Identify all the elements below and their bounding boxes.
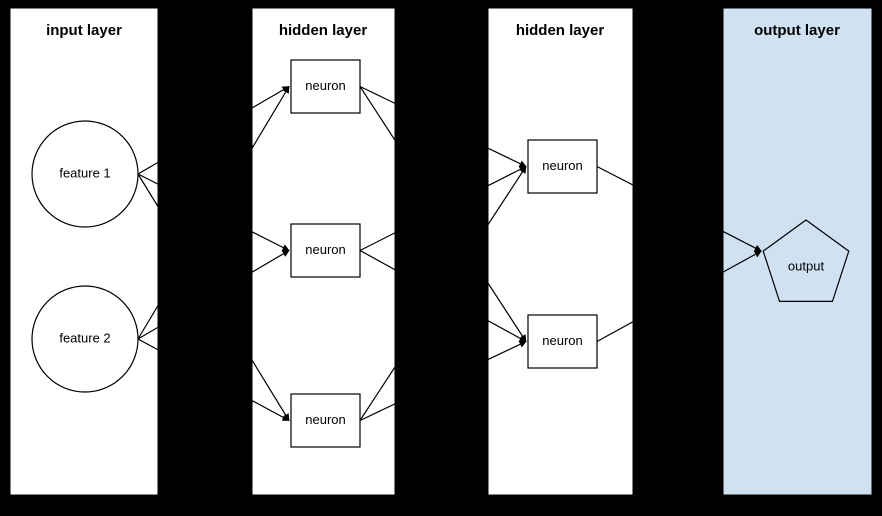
node-label-feature-1: feature 1: [59, 165, 110, 180]
node-label-hidden1-neuron-1: neuron: [305, 78, 345, 93]
layer-title-output: output layer: [754, 22, 840, 39]
gap-masks: [158, 0, 723, 516]
layer-nodes: feature 1 feature 2 neuron neuron neuron neur…: [31, 59, 850, 448]
node-shape-hidden1-neuron-2[interactable]: [290, 223, 361, 278]
node-shape-output-node[interactable]: [762, 219, 850, 303]
node-label-feature-2: feature 2: [59, 330, 110, 345]
layer-panel-output: [722, 7, 873, 496]
layer-title-hidden-2: hidden layer: [516, 22, 605, 39]
node-label-hidden1-neuron-3: neuron: [305, 412, 345, 427]
layer-panel-hidden-2: [487, 7, 634, 496]
node-shape-feature-2[interactable]: [31, 285, 139, 393]
node-label-hidden2-neuron-2: neuron: [542, 333, 582, 348]
gap-hidden1-hidden2: [395, 0, 488, 516]
gap-hidden2-output: [633, 0, 723, 516]
node-shape-hidden2-neuron-2[interactable]: [527, 314, 598, 369]
node-shape-hidden1-neuron-1[interactable]: [290, 59, 361, 114]
layer-panel-input: [9, 7, 159, 496]
node-shape-hidden1-neuron-3[interactable]: [290, 393, 361, 448]
gap-input-hidden1: [158, 0, 252, 516]
node-label-output-node: output: [788, 258, 825, 273]
layer-titles: input layer hidden layer hidden layer outpu…: [46, 22, 840, 39]
node-label-hidden1-neuron-2: neuron: [305, 242, 345, 257]
node-shape-hidden2-neuron-1[interactable]: [527, 139, 598, 194]
layer-title-hidden-1: hidden layer: [279, 22, 368, 39]
layer-title-input: input layer: [46, 22, 122, 39]
node-label-hidden2-neuron-1: neuron: [542, 158, 582, 173]
node-shape-feature-1[interactable]: [31, 120, 139, 228]
